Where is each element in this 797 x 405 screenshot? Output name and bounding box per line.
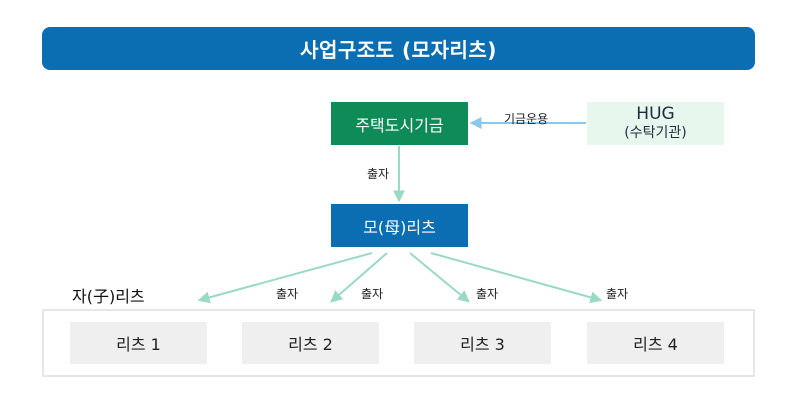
node-mother-reit-label: 모(母)리츠 (363, 217, 436, 237)
child-reit-3: 리츠 3 (414, 322, 551, 364)
child-reit-4: 리츠 4 (587, 322, 724, 364)
child-reits-title: 자(子)리츠 (72, 287, 145, 306)
child-reit-1: 리츠 1 (70, 322, 207, 364)
child-reit-2: 리츠 2 (242, 322, 379, 364)
node-housing-fund: 주택도시기금 (331, 102, 468, 145)
child-reit-3-label: 리츠 3 (460, 335, 505, 354)
edge-label-invest-3: 출자 (476, 287, 499, 301)
arrow-mother-to-reit-2 (330, 252, 388, 303)
node-mother-reit: 모(母)리츠 (331, 204, 468, 247)
child-reit-4-label: 리츠 4 (633, 335, 678, 354)
page-title-banner: 사업구조도 (모자리츠) (42, 27, 755, 70)
edge-label-invest-2: 출자 (361, 287, 384, 301)
child-reit-1-label: 리츠 1 (116, 335, 161, 354)
page-title: 사업구조도 (모자리츠) (300, 38, 497, 62)
node-hug: HUG (수탁기관) (587, 102, 724, 145)
arrow-mother-to-reit-3 (409, 252, 470, 303)
node-housing-fund-label: 주택도시기금 (355, 115, 444, 135)
node-hug-name: HUG (636, 104, 675, 125)
arrow-mother-to-reit-1 (197, 252, 373, 304)
edge-label-invest-fund: 출자 (367, 167, 390, 181)
edge-label-fund-management: 기금운용 (504, 112, 549, 126)
edge-label-invest-4: 출자 (606, 287, 629, 301)
arrow-mother-to-reit-4 (430, 252, 603, 304)
child-reit-2-label: 리츠 2 (288, 335, 333, 354)
edge-label-invest-1: 출자 (276, 287, 299, 301)
node-hug-role: (수탁기관) (624, 125, 687, 142)
